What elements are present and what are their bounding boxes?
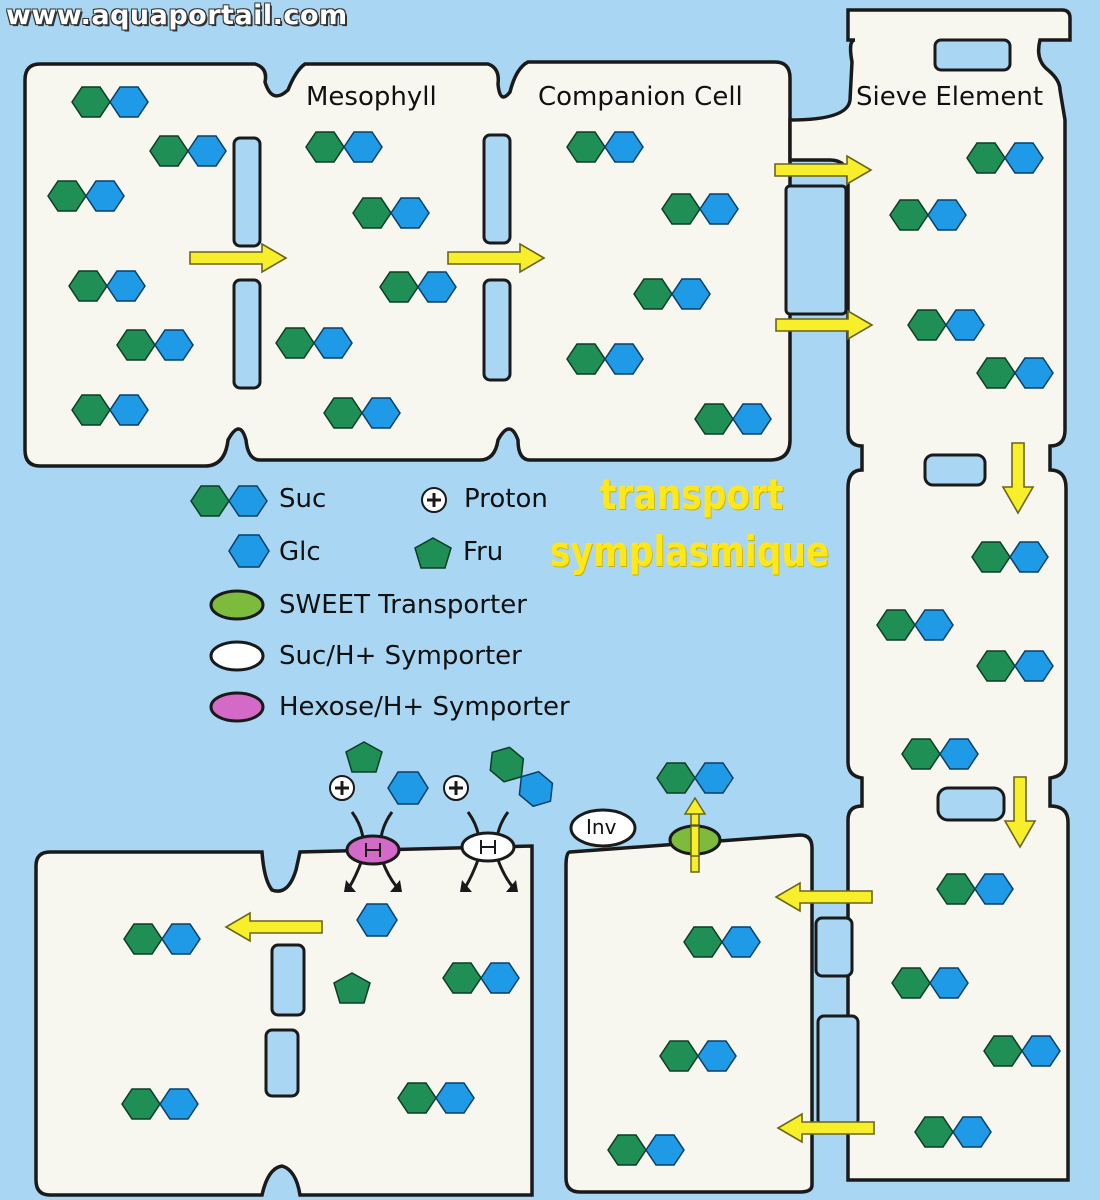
- legend-glc-label: Glc: [279, 537, 321, 567]
- legend-proton-label: Proton: [464, 484, 548, 514]
- caption-line-2: symplasmique: [550, 527, 830, 576]
- hexose-symporter-icon: [344, 811, 402, 892]
- sink-cell-right-wall: [564, 833, 814, 1194]
- legend-sweet-label: SWEET Transporter: [279, 590, 527, 620]
- pore-connection: [784, 184, 848, 316]
- plasmodesma-channel: [264, 1028, 300, 1098]
- sieve-plate-opening: [936, 786, 1006, 822]
- legend-proton-icon: [421, 487, 447, 513]
- sucrose-molecule-tilted: [481, 740, 561, 814]
- sink-cell-left-wall: [34, 844, 534, 1197]
- invertase-enzyme: [569, 808, 637, 848]
- plasmodesma-channel: [270, 943, 306, 1017]
- sieve-plate-opening: [933, 38, 1012, 72]
- legend-glc-icon: [228, 534, 270, 568]
- legend-fru-label: Fru: [463, 537, 504, 567]
- fructose-molecule: [345, 741, 383, 773]
- sieve-plate-opening: [923, 453, 987, 487]
- legend-sweet-icon: [209, 589, 265, 621]
- legend-suc-symporter-label: Suc/H+ Symporter: [279, 641, 522, 671]
- companion-cell-label: Companion Cell: [538, 82, 743, 112]
- plasmodesma-channel: [232, 278, 262, 390]
- sieve-element-label: Sieve Element: [856, 82, 1044, 112]
- legend-suc-label: Suc: [279, 484, 327, 514]
- plasmodesma-channel: [482, 133, 512, 245]
- site-watermark: www.aquaportail.com: [6, 0, 348, 31]
- plasmodesma-channel: [232, 136, 262, 248]
- mesophyll-label: Mesophyll: [306, 82, 437, 112]
- plasmodesma-channel: [482, 278, 512, 382]
- plasmodesma-channel: [816, 1014, 860, 1128]
- sweet-transporter-icon: [668, 796, 722, 873]
- suc-symporter-icon: [460, 811, 518, 892]
- legend-suc-symporter-icon: [209, 640, 265, 672]
- glucose-molecule: [387, 771, 429, 805]
- plasmodesma-channel: [814, 916, 854, 978]
- legend-hexose-symporter-icon: [209, 691, 265, 723]
- proton-icon: [443, 775, 469, 801]
- legend-suc-icon: [190, 485, 268, 517]
- sucrose-molecule: [656, 762, 734, 794]
- legend-fru-icon: [414, 537, 452, 569]
- proton-icon: [329, 775, 355, 801]
- caption-line-1: transport: [600, 470, 784, 519]
- invertase-label: Inv: [586, 815, 617, 839]
- legend-hexose-symporter-label: Hexose/H+ Symporter: [279, 692, 570, 722]
